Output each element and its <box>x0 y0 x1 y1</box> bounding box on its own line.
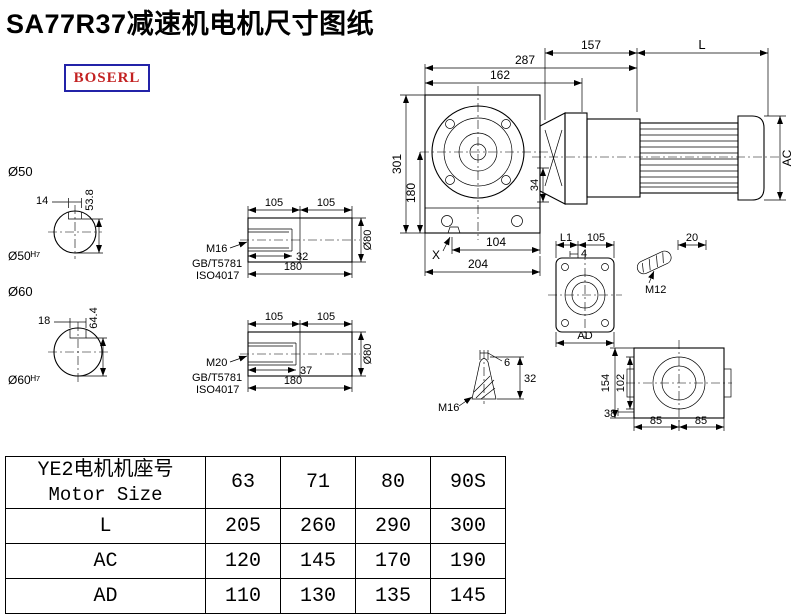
dim-105a: 105 <box>265 197 283 209</box>
motor-body <box>586 118 641 198</box>
dim-53-8: 53.8 <box>84 189 96 210</box>
table-col-80: 80 <box>355 456 431 509</box>
dim-dia60h7: Ø60ᴴ⁷ <box>8 373 40 387</box>
dim-180a: 180 <box>284 261 302 273</box>
row-label-AD: AD <box>5 578 206 614</box>
table-header-row: YE2电机机座号 Motor Size 63 71 80 90S <box>5 456 506 509</box>
motor-adapter <box>539 112 566 205</box>
thread-m20: M20 <box>206 357 227 369</box>
page-title: SA77R37减速机电机尺寸图纸 <box>6 9 375 39</box>
motor-flange <box>564 112 588 205</box>
table-col-63: 63 <box>205 456 281 509</box>
dim-104: 104 <box>486 235 506 249</box>
dim-105c: 105 <box>265 311 283 323</box>
dim-64-4: 64.4 <box>88 307 100 328</box>
dim-dia80b: Ø80 <box>362 344 374 365</box>
table-row-AD: AD 110 130 135 145 <box>5 578 506 614</box>
std-gb5781-b: GB/T5781 <box>192 372 242 384</box>
row-label-L: L <box>5 508 206 544</box>
dim-180b: 180 <box>284 375 302 387</box>
dim-34: 34 <box>529 179 541 191</box>
cell-AC-71: 145 <box>280 543 356 579</box>
dim-102: 102 <box>615 374 627 392</box>
table-row-L: L 205 260 290 300 <box>5 508 506 544</box>
dim-20: 20 <box>686 232 698 244</box>
dim-301: 301 <box>390 154 404 174</box>
dim-85a: 85 <box>650 415 662 427</box>
motor-size-table: YE2电机机座号 Motor Size 63 71 80 90S L 205 2… <box>5 456 506 614</box>
cell-AD-90s: 145 <box>430 578 506 614</box>
motor-end-view: 154 102 38 85 85 <box>600 340 732 431</box>
dim-AD: AD <box>577 330 592 342</box>
dim-dia60: Ø60 <box>8 284 33 299</box>
dim-32: 32 <box>296 251 308 263</box>
dim-162: 162 <box>490 68 510 82</box>
dim-154: 154 <box>600 374 612 392</box>
cell-AC-63: 120 <box>205 543 281 579</box>
thread-m12: M12 <box>645 284 666 296</box>
std-iso4017-a: ISO4017 <box>196 270 239 282</box>
motor-flange-view: L1 105 4 AD <box>548 232 622 347</box>
bolt-tip-detail: 6 32 M16 <box>438 350 536 414</box>
dim-6: 6 <box>504 357 510 369</box>
dim-X: X <box>432 248 440 262</box>
dim-287: 287 <box>515 53 535 67</box>
technical-drawing: 157 L 287 162 301 180 34 AC X 104 204 Ø5… <box>8 37 794 431</box>
dim-157: 157 <box>581 38 601 52</box>
boserl-logo-text: BOSERL <box>73 69 141 86</box>
shaft-stub-m20: 105 105 M20 37 GB/T5781 ISO4017 180 Ø80 <box>192 311 374 396</box>
table-row-AC: AC 120 145 170 190 <box>5 543 506 579</box>
dim-L1: L1 <box>560 232 572 244</box>
std-iso4017-b: ISO4017 <box>196 384 239 396</box>
cell-AC-80: 170 <box>355 543 431 579</box>
header-en: Motor Size <box>48 483 163 506</box>
cell-AD-63: 110 <box>205 578 281 614</box>
dim-204: 204 <box>468 257 488 271</box>
shaft-section-50: Ø50 14 53.8 Ø50ᴴ⁷ <box>8 164 103 263</box>
cell-L-90s: 300 <box>430 508 506 544</box>
cell-AD-71: 130 <box>280 578 356 614</box>
dim-dia50: Ø50 <box>8 164 33 179</box>
dim-AC: AC <box>780 149 794 166</box>
dim-dia50h7: Ø50ᴴ⁷ <box>8 249 40 263</box>
dim-37: 37 <box>300 365 312 377</box>
main-assembly-view: 157 L 287 162 301 180 34 AC X 104 204 <box>390 37 794 276</box>
cell-AD-80: 135 <box>355 578 431 614</box>
std-gb5781-a: GB/T5781 <box>192 258 242 270</box>
thread-m16b: M16 <box>438 402 459 414</box>
thread-m16: M16 <box>206 243 227 255</box>
header-cn: YE2电机机座号 <box>37 458 174 482</box>
dim-85b: 85 <box>695 415 707 427</box>
dim-105b: 105 <box>317 197 335 209</box>
dim-key14: 14 <box>36 195 48 207</box>
dim-key18: 18 <box>38 315 50 327</box>
motor-fin-section <box>639 122 739 194</box>
dim-dia80a: Ø80 <box>362 230 374 251</box>
cell-L-63: 205 <box>205 508 281 544</box>
table-col-90s: 90S <box>430 456 506 509</box>
dim-L: L <box>698 37 705 52</box>
cell-AC-90s: 190 <box>430 543 506 579</box>
boserl-logo: BOSERL <box>64 64 150 92</box>
motor-fan-cowl <box>737 115 765 201</box>
row-label-AC: AC <box>5 543 206 579</box>
cell-L-80: 290 <box>355 508 431 544</box>
table-col-71: 71 <box>280 456 356 509</box>
dim-4: 4 <box>581 248 587 260</box>
key-detail: 20 M12 <box>636 232 707 296</box>
dim-105e: 105 <box>587 232 605 244</box>
dim-32b: 32 <box>524 373 536 385</box>
table-header-motor-size: YE2电机机座号 Motor Size <box>5 456 206 509</box>
dim-105d: 105 <box>317 311 335 323</box>
dim-180-height: 180 <box>404 183 418 203</box>
shaft-section-60: Ø60 18 64.4 Ø60ᴴ⁷ <box>8 284 108 387</box>
dim-38: 38 <box>604 408 616 420</box>
cell-L-71: 260 <box>280 508 356 544</box>
shaft-stub-m16: 105 105 M16 32 GB/T5781 ISO4017 180 Ø80 <box>192 197 374 282</box>
